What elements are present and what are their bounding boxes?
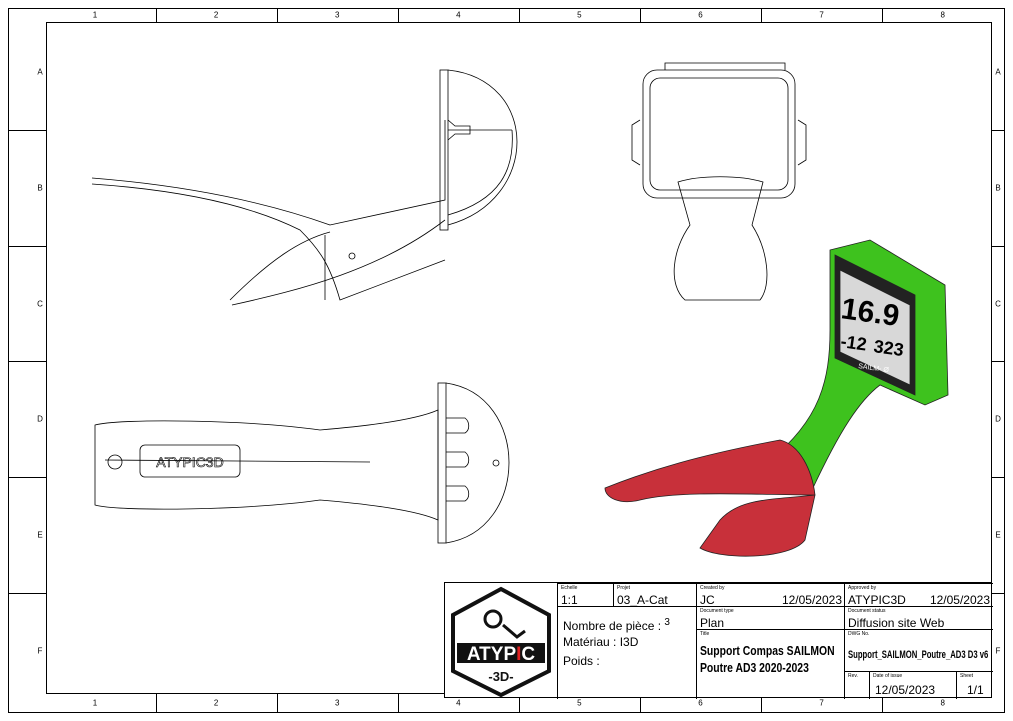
grid-tick <box>761 8 763 22</box>
column-label: 4 <box>456 698 461 708</box>
scale-caption: Echelle <box>561 585 578 591</box>
column-label: 1 <box>92 698 98 708</box>
weight-label: Poids : <box>563 654 600 668</box>
title-line1: Support Compas SAILMON <box>700 643 835 658</box>
doc-type-caption: Document type <box>700 608 734 614</box>
front-view <box>631 62 807 301</box>
sheet-caption: Sheet <box>960 673 974 679</box>
grid-tick <box>992 477 1005 479</box>
row-label: D <box>995 414 1001 424</box>
logo-cell: ATYPIC -3D- <box>445 583 557 699</box>
grid-tick <box>8 593 46 594</box>
render-3d: 16.9 -12 323 SAILM◦ Ø <box>604 239 949 557</box>
approved-date: 12/05/2023 <box>929 593 990 607</box>
grid-tick <box>276 8 278 22</box>
grid-tick <box>155 694 157 713</box>
title-caption: Title <box>700 631 710 637</box>
title-block: ATYPIC -3D- Echelle 1:1 Projet 03_A-Cat Cr… <box>444 582 993 699</box>
created-by-value: JC <box>700 593 715 607</box>
material-label: Matériau : <box>563 635 617 649</box>
grid-tick <box>882 8 884 22</box>
row-label: C <box>995 299 1001 309</box>
top-view: ATYPIC3D <box>94 382 510 544</box>
grid-tick <box>518 8 520 22</box>
row-label: F <box>37 646 43 656</box>
grid-tick <box>640 8 641 22</box>
grid-tick <box>8 129 46 131</box>
grid-tick <box>761 694 763 713</box>
display-left: -12 <box>839 331 868 354</box>
dwg-no-value: Support_SAILMON_Poutre_AD3 D3 v6 <box>848 649 989 661</box>
dwg-no-caption: DWG No. <box>848 631 870 637</box>
grid-tick <box>397 8 399 22</box>
column-label: 6 <box>698 10 703 20</box>
grid-tick <box>397 694 399 713</box>
column-label: 2 <box>213 698 219 708</box>
doc-status-caption: Document status <box>848 608 886 614</box>
column-label: 7 <box>819 698 824 708</box>
row-label: B <box>995 183 1001 193</box>
created-date: 12/05/2023 <box>781 593 842 607</box>
display-brand: SAILM◦ Ø <box>858 363 890 374</box>
side-view <box>91 69 518 306</box>
row-label: A <box>995 67 1001 77</box>
grid-tick <box>992 245 1005 247</box>
project-caption: Projet <box>617 585 631 591</box>
grid-tick <box>992 129 1005 131</box>
atypic3d-logo: ATYPIC -3D- <box>451 586 551 698</box>
row-label: E <box>995 530 1001 540</box>
svg-text:-3D-: -3D- <box>488 669 513 684</box>
approved-by-caption: Approved by <box>848 585 877 591</box>
doc-status-value: Diffusion site Web <box>848 616 945 630</box>
piece-count-value: 3 <box>664 617 670 628</box>
column-label: 8 <box>940 10 945 20</box>
grid-tick <box>8 245 46 247</box>
scale-value: 1:1 <box>561 593 578 607</box>
grid-tick <box>8 477 46 479</box>
approved-by-value: ATYPIC3D <box>848 593 906 607</box>
grid-tick <box>992 593 1005 594</box>
doc-type-value: Plan <box>700 616 725 630</box>
display-right: 323 <box>872 336 905 360</box>
row-label: F <box>995 646 1001 656</box>
column-label: 3 <box>334 10 340 20</box>
engraving-text: ATYPIC3D <box>156 454 223 470</box>
grid-tick <box>276 694 278 713</box>
column-label: 7 <box>819 10 824 20</box>
grid-tick <box>882 694 884 713</box>
row-label: D <box>37 414 43 424</box>
row-label: A <box>37 67 43 77</box>
rev-caption: Rev. <box>848 673 858 679</box>
column-label: 5 <box>577 698 582 708</box>
row-label: C <box>37 299 43 309</box>
drawing-frame <box>8 8 1005 713</box>
row-label: E <box>37 530 43 540</box>
row-label: B <box>37 183 43 193</box>
grid-tick <box>155 8 157 22</box>
column-label: 6 <box>698 698 703 708</box>
grid-tick <box>8 361 46 363</box>
issue-date-caption: Date of issue <box>873 673 903 679</box>
column-label: 4 <box>456 10 461 20</box>
column-label: 5 <box>577 10 582 20</box>
grid-tick <box>640 694 641 713</box>
issue-date-value: 12/05/2023 <box>875 683 936 697</box>
column-label: 3 <box>334 698 340 708</box>
column-label: 2 <box>213 10 219 20</box>
material-value: I3D <box>619 635 639 649</box>
grid-tick <box>518 694 520 713</box>
piece-count-label: Nombre de pièce : <box>563 619 662 633</box>
title-line2: Poutre AD3 2020-2023 <box>700 660 809 675</box>
created-by-caption: Created by <box>700 585 725 591</box>
column-label: 8 <box>940 698 945 708</box>
grid-tick <box>992 361 1005 363</box>
column-label: 1 <box>92 10 98 20</box>
display-speed: 16.9 <box>839 292 901 333</box>
sheet-value: 1/1 <box>967 683 984 697</box>
svg-text:ATYPIC: ATYPIC <box>467 644 536 665</box>
project-value: 03_A-Cat <box>617 593 668 607</box>
part-info-cell: Nombre de pièce : 3 Matériau : I3D Poids… <box>557 606 696 699</box>
